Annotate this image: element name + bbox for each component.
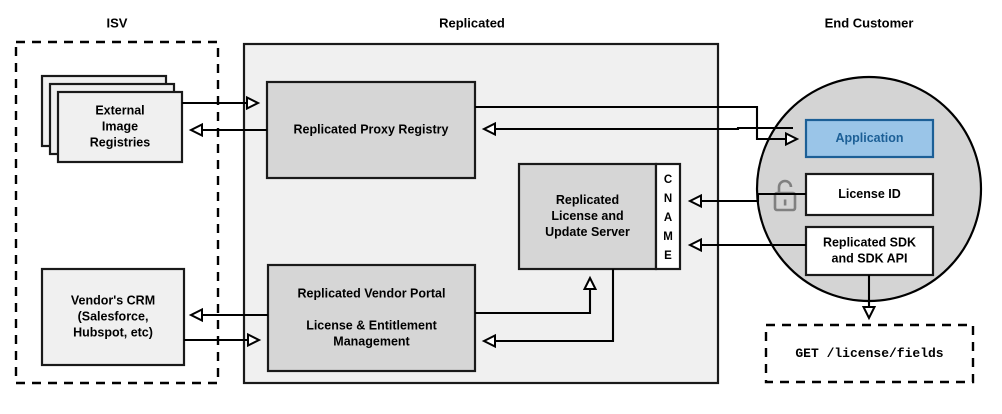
connection-proxy-to-application (475, 105, 800, 147)
arrow-head-icon (861, 306, 877, 321)
node-rect-replicated-proxy-registry (265, 80, 477, 180)
connection-line (475, 105, 797, 141)
node-replicated-proxy-registry[interactable]: Replicated Proxy Registry (265, 80, 477, 180)
node-rect-external-image-registries (56, 90, 184, 164)
arrow-head-icon (481, 121, 496, 137)
zone-rect-isv (14, 40, 220, 385)
node-vendors-crm[interactable]: Vendor's CRM (Salesforce, Hubspot, etc) (40, 267, 186, 367)
node-line-3: Management (333, 334, 410, 348)
connection-line (690, 192, 806, 203)
connection-portal-to-server (475, 275, 598, 315)
node-rect-replicated-sdk (804, 225, 935, 277)
node-application[interactable]: Application (804, 118, 935, 159)
node-line-0: Replicated Vendor Portal (298, 286, 446, 300)
node-line-0: Replicated Proxy Registry (294, 122, 449, 136)
node-line-2: License & Entitlement (306, 318, 437, 332)
connection-server-to-portal (481, 269, 615, 349)
node-line-1: Image (102, 119, 138, 133)
node-line-0: Application (835, 131, 903, 145)
zone-title-isv: ISV (107, 15, 128, 30)
node-replicated-sdk[interactable]: Replicated SDK and SDK API (804, 225, 935, 277)
connection-sdk-to-get-license-fields (861, 275, 877, 321)
node-line-2: Update Server (545, 225, 630, 239)
arrow-head-icon (247, 332, 262, 348)
arrow-head-icon (687, 193, 702, 209)
node-line-1: License and (551, 209, 623, 223)
node-line-0: Replicated (556, 193, 619, 207)
node-rect-replicated-vendor-portal (266, 263, 477, 373)
node-rect-application (804, 118, 935, 159)
connection-proxy-to-registries (188, 122, 267, 138)
connection-registries-to-proxy (182, 95, 261, 111)
arrow-head-icon (687, 237, 702, 253)
connection-application-to-proxy (481, 121, 793, 137)
node-line-0: External (95, 103, 144, 117)
connection-crm-to-portal (184, 332, 262, 348)
connection-server-to-crm (188, 307, 268, 323)
node-license-id[interactable]: License ID (804, 172, 935, 217)
node-line-0: Replicated SDK (823, 235, 916, 249)
arrow-head-icon (188, 307, 203, 323)
cname-letter-a: A (664, 212, 672, 224)
node-get-license-fields[interactable]: GET /license/fields (764, 323, 975, 384)
node-line-2: Registries (90, 135, 150, 149)
node-rect-vendors-crm (40, 267, 186, 367)
arrow-head-icon (582, 275, 598, 290)
arrow-head-icon (188, 122, 203, 138)
connection-sdk-to-cname (687, 237, 806, 253)
node-line-1: (Salesforce, (78, 309, 149, 323)
zone-title-replicated: Replicated (439, 15, 505, 30)
zone-title-end-customer: End Customer (825, 15, 914, 30)
node-rect-license-id (804, 172, 935, 217)
cname-letter-n: N (664, 193, 672, 205)
node-rect-get-license-fields (764, 323, 975, 384)
arrow-head-icon (785, 131, 800, 147)
connections-layer (182, 95, 877, 349)
connection-line (484, 269, 615, 343)
node-rect-cname-strip (654, 162, 682, 271)
zone-isv (14, 40, 220, 385)
connection-license-id-to-cname (687, 192, 806, 209)
node-line-0: License ID (838, 187, 901, 201)
node-line-1: and SDK API (832, 251, 908, 265)
node-line-0: GET /license/fields (795, 346, 943, 361)
connection-line (484, 126, 793, 131)
arrow-head-icon (246, 95, 261, 111)
node-line-2: Hubspot, etc) (73, 325, 153, 339)
labels-layer: ISV Replicated End Customer (107, 15, 914, 30)
cname-letter-m: M (663, 231, 673, 243)
cname-letter-c: C (664, 174, 672, 186)
arrow-head-icon (481, 333, 496, 349)
node-line-0: Vendor's CRM (71, 293, 155, 307)
cname-letter-e: E (664, 250, 672, 262)
node-rect-replicated-license-update-server (517, 162, 658, 271)
